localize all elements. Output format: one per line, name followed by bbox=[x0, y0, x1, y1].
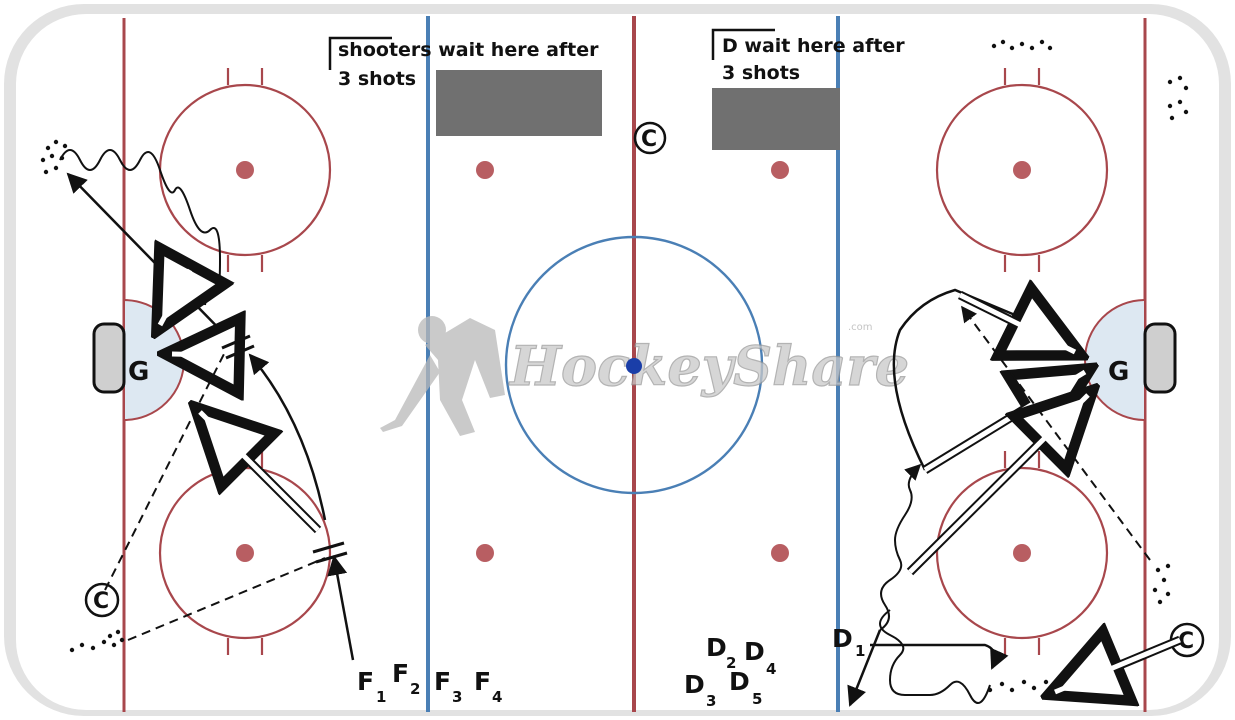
coach-left: C bbox=[86, 584, 118, 616]
forward-number: 2 bbox=[410, 680, 420, 698]
defense-note-line1: D wait here after bbox=[722, 35, 905, 57]
defense-letter: D bbox=[744, 637, 765, 666]
goal-net-left bbox=[94, 324, 124, 392]
forward-number: 1 bbox=[376, 688, 386, 706]
defense-number: 5 bbox=[752, 690, 762, 708]
forward-number: 4 bbox=[492, 688, 502, 706]
defense-letter: D bbox=[706, 633, 727, 662]
forward-letter: F bbox=[392, 659, 409, 688]
shot-arrow bbox=[172, 354, 215, 355]
defense-letter: D bbox=[684, 670, 705, 699]
shooters-note-line2: 3 shots bbox=[338, 68, 416, 90]
shooters-note-line1: shooters wait here after bbox=[338, 39, 599, 61]
forward-letter: F bbox=[357, 667, 374, 696]
center-dot bbox=[626, 358, 642, 374]
goalie-right: G bbox=[1108, 357, 1129, 387]
defense-number: 1 bbox=[855, 642, 865, 660]
defense-letter: D bbox=[729, 667, 750, 696]
forward-letter: F bbox=[434, 667, 451, 696]
coach-center: C bbox=[635, 123, 665, 153]
forward-letter: F bbox=[474, 667, 491, 696]
faceoff-dot bbox=[1013, 161, 1031, 179]
neutral-dot bbox=[476, 161, 494, 179]
neutral-dot bbox=[771, 161, 789, 179]
defense-number: 4 bbox=[766, 660, 776, 678]
watermark-text: HockeyShare bbox=[508, 334, 909, 398]
defense-note-line2: 3 shots bbox=[722, 62, 800, 84]
faceoff-dot bbox=[236, 161, 254, 179]
goal-net-right bbox=[1145, 324, 1175, 392]
coach-label: C bbox=[93, 589, 109, 614]
faceoff-dot bbox=[1013, 544, 1031, 562]
shooters-wait-box bbox=[436, 70, 602, 136]
defense-letter: D bbox=[832, 624, 853, 653]
faceoff-dot bbox=[236, 544, 254, 562]
defense-number: 3 bbox=[706, 692, 716, 710]
watermark-suffix: .com bbox=[848, 322, 873, 333]
forward-number: 3 bbox=[452, 688, 462, 706]
neutral-dot bbox=[476, 544, 494, 562]
goalie-left: G bbox=[128, 357, 149, 387]
defense-wait-box bbox=[712, 88, 840, 150]
neutral-dot bbox=[771, 544, 789, 562]
coach-label: C bbox=[641, 127, 657, 152]
